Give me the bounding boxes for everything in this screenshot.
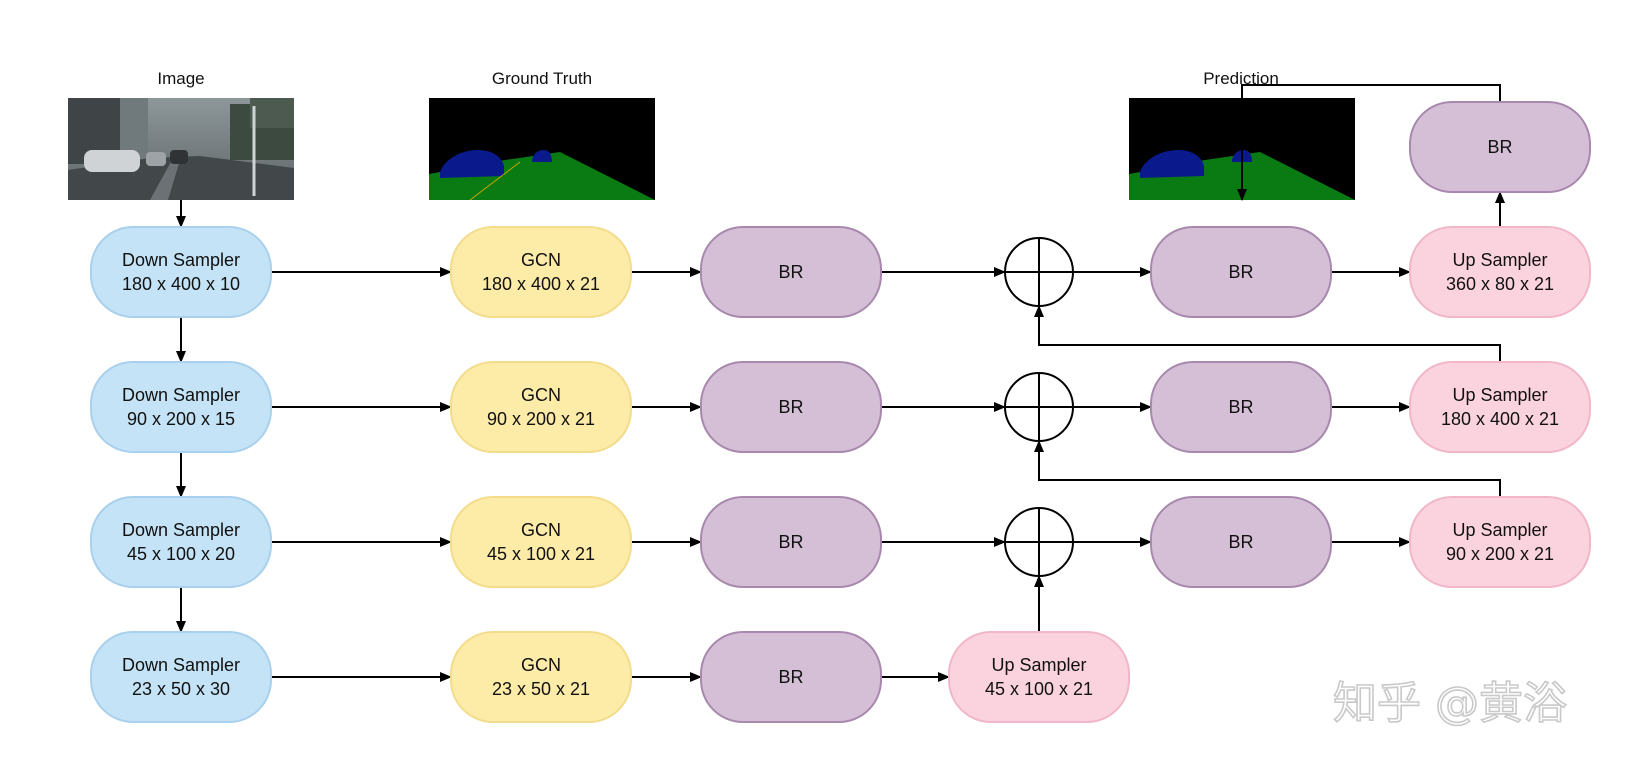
up3-label-1: Up Sampler	[1452, 520, 1547, 540]
down4-label-1: Down Sampler	[122, 655, 240, 675]
br4-node: BR	[700, 631, 882, 723]
down1-label-1: Down Sampler	[122, 250, 240, 270]
down3-shape	[90, 496, 272, 588]
gcn3-node: GCN 45 x 100 x 21	[450, 496, 632, 588]
gcn1-label-2: 180 x 400 x 21	[482, 274, 600, 294]
brtop-node: BR	[1409, 101, 1591, 193]
gcn2-label-1: GCN	[521, 385, 561, 405]
edge-brtop-to-pred	[1237, 84, 1501, 201]
gcn1-shape	[450, 226, 632, 318]
br3-label-1: BR	[778, 532, 803, 552]
ground-truth-image	[429, 98, 655, 201]
down1-shape	[90, 226, 272, 318]
up1-label-1: Up Sampler	[1452, 250, 1547, 270]
sum3-add-icon	[1004, 507, 1074, 577]
down3-node: Down Sampler 45 x 100 x 20	[90, 496, 272, 588]
input-image	[68, 98, 294, 200]
br1-shape	[700, 226, 882, 318]
down2-shape	[90, 361, 272, 453]
up1-label-2: 360 x 80 x 21	[1446, 274, 1554, 294]
caption-image: Image	[157, 69, 204, 88]
sum2-add-icon	[1004, 372, 1074, 442]
down2-label-2: 90 x 200 x 15	[127, 409, 235, 429]
down1-label-2: 180 x 400 x 10	[122, 274, 240, 294]
br3-shape	[700, 496, 882, 588]
br6-label-1: BR	[1228, 397, 1253, 417]
gcn4-label-2: 23 x 50 x 21	[492, 679, 590, 699]
br1-label-1: BR	[778, 262, 803, 282]
sum1-add-icon	[1004, 237, 1074, 307]
gcn2-shape	[450, 361, 632, 453]
edge-up3-to-sum2	[1034, 440, 1501, 497]
gt-car-far	[532, 150, 552, 162]
br2-shape	[700, 361, 882, 453]
up2-label-1: Up Sampler	[1452, 385, 1547, 405]
gcn3-label-2: 45 x 100 x 21	[487, 544, 595, 564]
br5-node: BR	[1150, 226, 1332, 318]
down3-label-2: 45 x 100 x 20	[127, 544, 235, 564]
nodes: Down Sampler 180 x 400 x 10 Down Sampler 90…	[90, 101, 1591, 723]
br2-label-1: BR	[778, 397, 803, 417]
br6-shape	[1150, 361, 1332, 453]
br7-node: BR	[1150, 496, 1332, 588]
down2-label-1: Down Sampler	[122, 385, 240, 405]
br2-node: BR	[700, 361, 882, 453]
up4-shape	[948, 631, 1130, 723]
br5-shape	[1150, 226, 1332, 318]
br7-label-1: BR	[1228, 532, 1253, 552]
br6-node: BR	[1150, 361, 1332, 453]
br4-shape	[700, 631, 882, 723]
gcn4-label-1: GCN	[521, 655, 561, 675]
gcn3-label-1: GCN	[521, 520, 561, 540]
up1-node: Up Sampler 360 x 80 x 21	[1409, 226, 1591, 318]
gcn3-shape	[450, 496, 632, 588]
up4-label-2: 45 x 100 x 21	[985, 679, 1093, 699]
down3-label-1: Down Sampler	[122, 520, 240, 540]
down4-label-2: 23 x 50 x 30	[132, 679, 230, 699]
down1-node: Down Sampler 180 x 400 x 10	[90, 226, 272, 318]
brtop-label-1: BR	[1487, 137, 1512, 157]
gcn1-label-1: GCN	[521, 250, 561, 270]
edges	[176, 84, 1505, 682]
up4-node: Up Sampler 45 x 100 x 21	[948, 631, 1130, 723]
caption-prediction: Prediction	[1203, 69, 1279, 88]
watermark: 知乎 @黄浴	[1333, 678, 1567, 729]
up1-shape	[1409, 226, 1591, 318]
gcn1-node: GCN 180 x 400 x 21	[450, 226, 632, 318]
down2-node: Down Sampler 90 x 200 x 15	[90, 361, 272, 453]
up2-node: Up Sampler 180 x 400 x 21	[1409, 361, 1591, 453]
gt-car	[440, 150, 504, 178]
br7-shape	[1150, 496, 1332, 588]
gcn2-node: GCN 90 x 200 x 21	[450, 361, 632, 453]
caption-ground-truth: Ground Truth	[492, 69, 592, 88]
up2-label-2: 180 x 400 x 21	[1441, 409, 1559, 429]
brtop-shape	[1409, 101, 1591, 193]
up3-node: Up Sampler 90 x 200 x 21	[1409, 496, 1591, 588]
gcn4-shape	[450, 631, 632, 723]
down4-node: Down Sampler 23 x 50 x 30	[90, 631, 272, 723]
pred-car	[1140, 150, 1204, 178]
up4-label-1: Up Sampler	[991, 655, 1086, 675]
br4-label-1: BR	[778, 667, 803, 687]
br3-node: BR	[700, 496, 882, 588]
up3-label-2: 90 x 200 x 21	[1446, 544, 1554, 564]
edge-up2-to-sum1	[1034, 305, 1501, 362]
gcn4-node: GCN 23 x 50 x 21	[450, 631, 632, 723]
down4-shape	[90, 631, 272, 723]
up2-shape	[1409, 361, 1591, 453]
up3-shape	[1409, 496, 1591, 588]
br5-label-1: BR	[1228, 262, 1253, 282]
br1-node: BR	[700, 226, 882, 318]
gcn2-label-2: 90 x 200 x 21	[487, 409, 595, 429]
